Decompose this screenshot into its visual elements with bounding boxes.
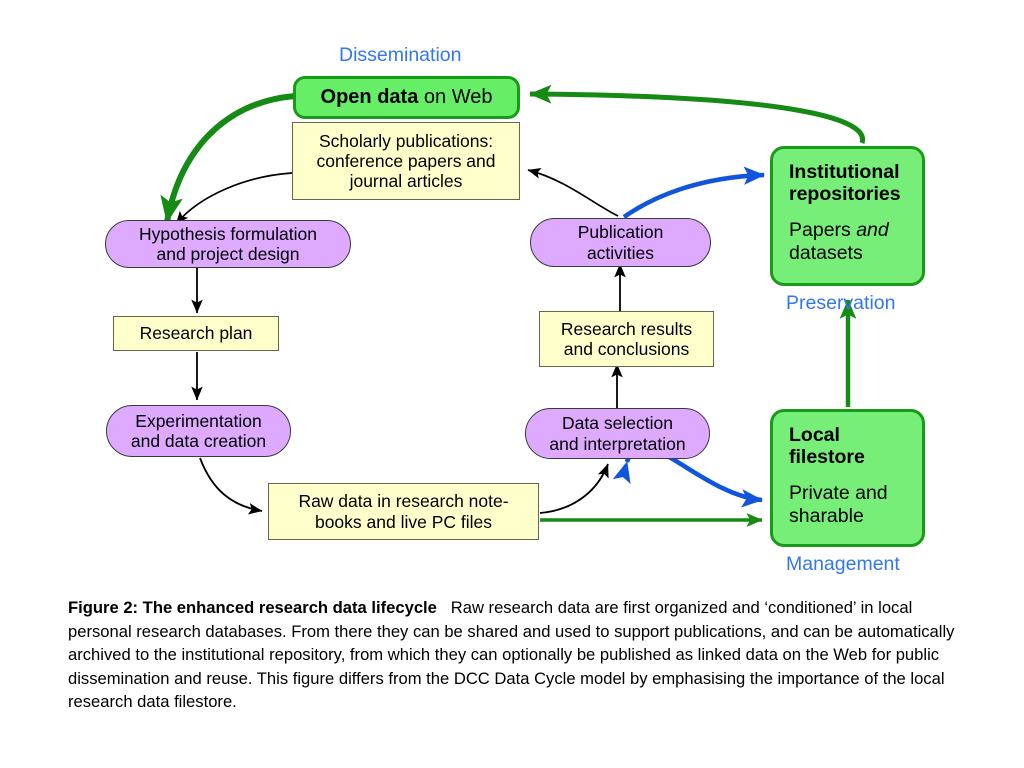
node-experimentation[interactable]: Experimentation and data creation [106, 405, 291, 457]
edge-publicationactivities-to-institutional [622, 166, 765, 219]
edge-experimentation-to-rawdata [199, 457, 263, 515]
node-open-data-bold: Open data [320, 85, 419, 108]
stage-label-management: Management [786, 553, 900, 575]
node-hypothesis-formulation[interactable]: Hypothesis formulation and project desig… [105, 220, 351, 268]
node-research-results[interactable]: Research results and conclusions [539, 311, 714, 367]
node-research-results-line2: and conclusions [563, 339, 690, 359]
figure-caption: Figure 2: The enhanced research data lif… [68, 596, 958, 714]
node-institutional-sub-papers: Papers [789, 219, 857, 242]
node-institutional-repositories[interactable]: Institutional repositories Papers and da… [770, 146, 925, 286]
node-local-filestore-hdr2: filestore [789, 446, 865, 469]
node-hypothesis-line1: Hypothesis formulation [139, 223, 317, 244]
node-open-data-rest: on Web [418, 85, 493, 108]
node-institutional-hdr2: repositories [789, 183, 901, 206]
edge-publicationactivities-to-scholarly [527, 167, 619, 217]
node-institutional-hdr1: Institutional [789, 161, 900, 183]
node-scholarly-line1: Scholarly publications: [318, 130, 494, 151]
node-scholarly-line3: journal articles [349, 171, 463, 192]
stage-label-preservation: Preservation [786, 292, 896, 314]
figure-caption-gap [437, 598, 451, 617]
node-local-filestore-sub1: Private and [789, 482, 888, 505]
node-institutional-sub1: Papers and [789, 219, 889, 241]
node-research-plan-line1: Research plan [139, 323, 253, 344]
edge-scholarly-to-hypothesis [175, 172, 293, 225]
node-publication-activities[interactable]: Publication activities [530, 218, 711, 267]
stage-label-dissemination: Dissemination [339, 44, 462, 66]
node-institutional-sub-and: and [856, 219, 889, 242]
node-data-selection-line1: Data selection [562, 413, 673, 434]
node-data-selection[interactable]: Data selection and interpretation [525, 408, 710, 459]
figure-caption-title: Figure 2: The enhanced research data lif… [68, 598, 437, 617]
node-open-data-text: Open data on Web [321, 86, 493, 109]
node-local-filestore-sub2: sharable [789, 504, 864, 527]
node-raw-data-line1: Raw data in research note- [298, 491, 509, 512]
edge-rawdata-to-dataselection [539, 463, 609, 514]
node-raw-data-line2: books and live PC files [314, 511, 493, 532]
node-scholarly-line2: conference papers and [316, 150, 496, 171]
node-publication-activities-line1: Publication [577, 222, 664, 243]
node-local-filestore-hdr1: Local [789, 424, 840, 446]
node-experimentation-line1: Experimentation [135, 410, 262, 431]
node-experimentation-line2: and data creation [130, 431, 267, 451]
node-research-plan[interactable]: Research plan [113, 316, 279, 351]
node-publication-activities-line2: activities [586, 242, 655, 263]
node-data-selection-line2: and interpretation [549, 433, 686, 454]
node-scholarly-publications[interactable]: Scholarly publications: conference paper… [292, 122, 520, 200]
figure-caption-body: Raw research data are first organized an… [68, 598, 955, 712]
node-hypothesis-line2: and project design [156, 244, 300, 264]
node-local-filestore[interactable]: Local filestore Private and sharable [770, 409, 925, 547]
edge-opendata-to-hypothesis [160, 93, 296, 224]
node-raw-data[interactable]: Raw data in research note- books and liv… [268, 483, 539, 540]
node-institutional-sub2: datasets [789, 241, 863, 264]
node-research-results-line1: Research results [560, 318, 693, 339]
edge-institutional-to-opendata [529, 84, 866, 144]
node-open-data-on-web[interactable]: Open data on Web [293, 76, 520, 119]
